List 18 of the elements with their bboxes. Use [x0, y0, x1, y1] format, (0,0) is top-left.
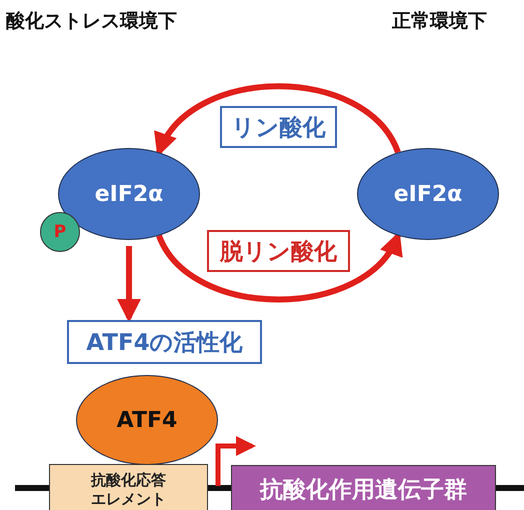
gene-box — [231, 465, 496, 510]
label-box — [207, 230, 350, 272]
node-label: ATF4 — [116, 408, 178, 432]
condition-heading: 正常環境下 — [392, 9, 487, 34]
condition-heading: 酸化ストレス環境下 — [6, 9, 177, 34]
dna-element-box — [49, 464, 208, 510]
phosphate-circle — [40, 212, 80, 252]
curved-arrow — [117, 246, 141, 323]
label-box — [220, 106, 337, 148]
node-label: 抗酸化応答エレメント — [90, 471, 167, 509]
box-label: ATF4の活性化 — [86, 328, 243, 358]
node-label: eIF2α — [394, 182, 462, 206]
node-label: eIF2α — [94, 182, 164, 206]
box-label: リン酸化 — [232, 114, 326, 142]
node-label: P — [54, 222, 66, 242]
node-label: 抗酸化作用遺伝子群 — [260, 476, 467, 504]
box-label: 脱リン酸化 — [220, 238, 337, 266]
label-box — [67, 320, 262, 364]
